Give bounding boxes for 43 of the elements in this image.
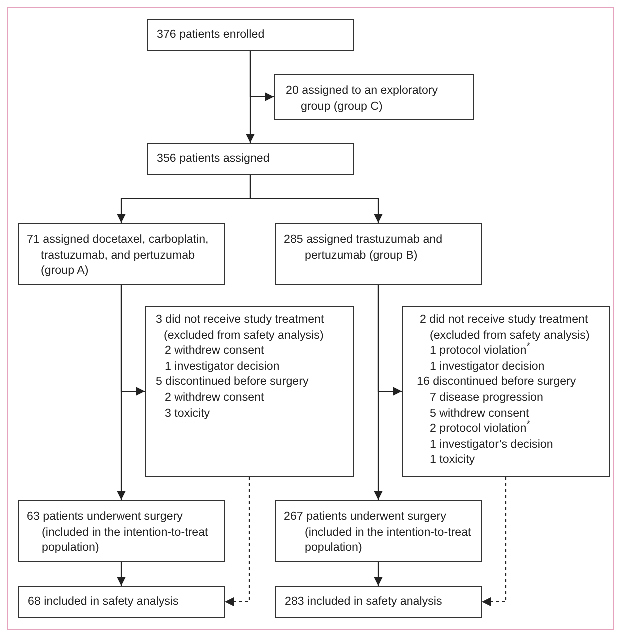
arrow [374, 285, 383, 500]
box-text: 3 toxicity [164, 406, 212, 422]
box-text: 2 withdrew consent [164, 343, 266, 359]
box-text: 63 patients underwent surgery (included in the intention-to-treat population) [26, 509, 210, 556]
flow-box [18, 500, 225, 562]
flow-box [18, 586, 225, 618]
dashed-arrow [225, 477, 250, 606]
flow-box [275, 223, 482, 285]
arrow [374, 562, 383, 586]
box-text: 68 included in safety analysis [27, 594, 180, 610]
box-text: 1 investigator’s decision [429, 436, 554, 452]
box-text: 356 patients assigned [156, 151, 271, 167]
flow-box [275, 500, 482, 562]
arrow [117, 562, 126, 586]
box-text: 16 discontinued before surgery [416, 374, 578, 390]
box-text: 1 toxicity [429, 452, 476, 468]
flow-box [147, 143, 354, 175]
box-text: 2 withdrew consent [164, 390, 266, 406]
box-text: 285 assigned trastuzumab and pertuzumab (group B) [283, 232, 444, 264]
box-text: 283 included in safety analysis [284, 594, 444, 610]
box-text: 1 protocol violation$^{*}$ [429, 343, 530, 359]
box-text: 1 investigator decision [429, 358, 546, 374]
box-text: 7 disease progression [429, 390, 544, 406]
arrow [250, 51, 274, 102]
box-text: 20 assigned to an exploratory group (group C) [285, 83, 440, 114]
flow-box [402, 306, 610, 477]
box-text: 267 patients underwent surgery (included in the intention-to-treat population) [283, 509, 472, 556]
box-text: 5 discontinued before surgery [155, 374, 310, 390]
box-text: 2 protocol violation$^{*}$ [429, 421, 532, 437]
box-text: 376 patients enrolled [156, 27, 266, 43]
box-text: 71 assigned docetaxel, carboplatin, trastuzumab, and pertuzumab (group A) [26, 232, 210, 279]
flow-box [275, 586, 482, 618]
flow-box [18, 223, 225, 285]
dashed-arrow [482, 477, 507, 606]
box-text: 5 withdrew consent [429, 406, 530, 420]
flow-box [274, 74, 474, 120]
flow-box [145, 306, 354, 477]
arrow [117, 285, 126, 500]
box-text: 1 investigator decision [164, 358, 281, 374]
flow-box [147, 19, 354, 51]
arrow [250, 175, 383, 223]
box-text: 3 did not receive study treatment (excluded from safety analysis) [155, 312, 326, 344]
box-text: 2 did not receive study treatment (excluded from safety analysis) [419, 312, 591, 342]
